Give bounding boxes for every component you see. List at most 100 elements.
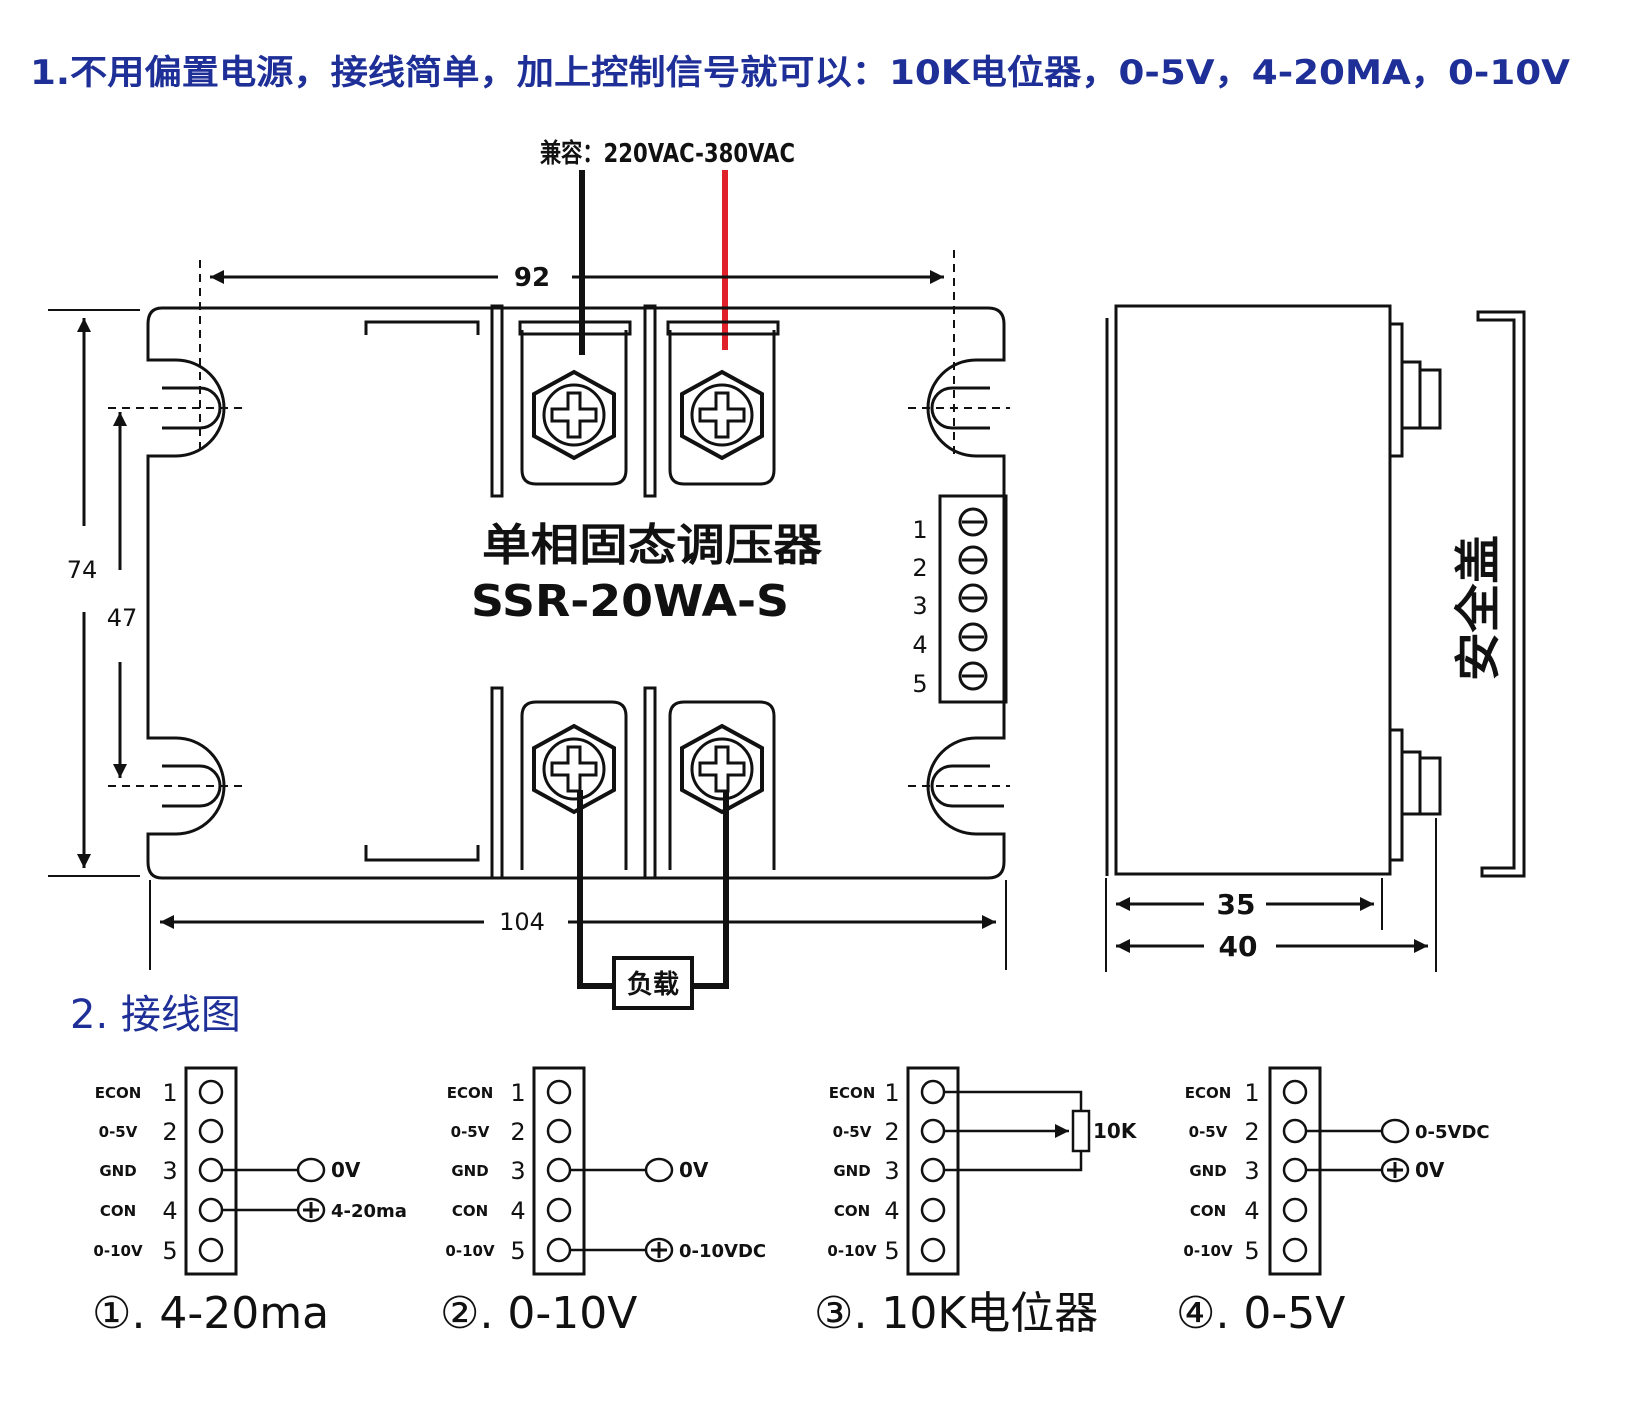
terminal-number-4: 4 xyxy=(912,631,927,659)
signal-label: 4-20ma xyxy=(331,1201,407,1222)
pin-number: 4 xyxy=(884,1197,899,1225)
pin-label: ECON xyxy=(829,1084,876,1102)
dimension-104: 104 xyxy=(149,880,1007,970)
dimension-74-label: 74 xyxy=(67,556,98,584)
power-terminal-top-right xyxy=(668,330,776,486)
terminal-number-1: 1 xyxy=(912,516,927,544)
pin-number: 5 xyxy=(884,1237,899,1265)
pin-number: 1 xyxy=(162,1079,177,1107)
pin-label: 0-5V xyxy=(451,1123,490,1141)
pin-label: 0-5V xyxy=(99,1123,138,1141)
pin-circle xyxy=(920,1157,946,1183)
power-terminal-bottom-right xyxy=(668,700,776,870)
dimension-35-label: 35 xyxy=(1217,888,1256,921)
bracket-top-left xyxy=(364,320,480,335)
pin-circle xyxy=(1282,1197,1308,1223)
wiring-section-title: 2. 接线图 xyxy=(70,992,241,1038)
terminal-number-2: 2 xyxy=(912,554,927,582)
open-terminal-icon xyxy=(296,1157,326,1183)
pot-label: 10K xyxy=(1093,1119,1138,1143)
signal-label: 0V xyxy=(331,1158,361,1182)
pin-label: GND xyxy=(99,1162,136,1180)
side-view-terminal-bottom xyxy=(1388,728,1442,862)
load-label: 负载 xyxy=(627,970,679,1000)
safety-cover-label: 安全盖 xyxy=(1451,535,1505,681)
separator-top-4 xyxy=(666,320,780,336)
pin-label: GND xyxy=(833,1162,870,1180)
safety-cover-label-text: 安全盖 xyxy=(1451,535,1505,681)
separator-top-3 xyxy=(518,320,632,336)
mount-slot-bottom-left xyxy=(108,764,248,808)
pin-number: 4 xyxy=(1244,1197,1259,1225)
pin-number: 2 xyxy=(162,1118,177,1146)
pin-number: 3 xyxy=(1244,1157,1259,1185)
separator-bottom-1 xyxy=(490,686,504,880)
pin-number: 5 xyxy=(1244,1237,1259,1265)
pin-number: 3 xyxy=(884,1157,899,1185)
pin-circle xyxy=(546,1157,572,1183)
terminal-number-5: 5 xyxy=(912,670,927,698)
mount-slot-top-left xyxy=(108,386,248,430)
pin-label: ECON xyxy=(95,1084,142,1102)
signal-label: 0-10VDC xyxy=(679,1241,766,1262)
pin-number: 3 xyxy=(162,1157,177,1185)
pin-label: 0-10V xyxy=(827,1242,877,1260)
dimension-40-label: 40 xyxy=(1219,930,1258,963)
pot-wire-bottom xyxy=(944,1149,1083,1172)
signal-label: 0-5VDC xyxy=(1415,1122,1490,1143)
dimension-74: 74 xyxy=(48,309,140,877)
open-terminal-icon xyxy=(644,1157,674,1183)
pin-number: 1 xyxy=(510,1079,525,1107)
pin-label: CON xyxy=(100,1202,136,1220)
pin-number: 2 xyxy=(510,1118,525,1146)
pin-number: 1 xyxy=(1244,1079,1259,1107)
pin-circle xyxy=(198,1157,224,1183)
pot-wire-top xyxy=(944,1090,1083,1113)
dimension-92-label: 92 xyxy=(514,263,550,293)
pin-label: CON xyxy=(834,1202,870,1220)
power-terminal-top-left xyxy=(520,330,628,486)
pin-circle xyxy=(198,1237,224,1263)
control-terminal-numbers: 1 2 3 4 5 xyxy=(912,516,927,698)
pin-number: 1 xyxy=(884,1079,899,1107)
plus-terminal-icon xyxy=(296,1197,326,1223)
pin-label: GND xyxy=(451,1162,488,1180)
dimension-40: 40 xyxy=(1116,818,1437,972)
plus-terminal-icon xyxy=(1380,1157,1410,1183)
open-terminal-icon xyxy=(1380,1118,1410,1144)
terminal-number-3: 3 xyxy=(912,592,927,620)
pin-circle xyxy=(920,1197,946,1223)
pin-label: CON xyxy=(1190,1202,1226,1220)
diagram-caption: ③. 10K电位器 xyxy=(814,1288,1098,1339)
pin-circle xyxy=(198,1079,224,1105)
pin-number: 5 xyxy=(510,1237,525,1265)
dimension-104-label: 104 xyxy=(499,908,545,936)
device-model: SSR-20WA-S xyxy=(471,576,789,627)
pin-circle xyxy=(1282,1237,1308,1263)
pin-label: ECON xyxy=(1185,1084,1232,1102)
pin-circle xyxy=(920,1079,946,1105)
control-terminal-block xyxy=(938,494,1008,704)
potentiometer-icon xyxy=(1071,1109,1091,1153)
header-title: 1.不用偏置电源，接线简单，加上控制信号就可以：10K电位器，0-5V，4-20… xyxy=(30,53,1571,93)
pin-number: 2 xyxy=(1244,1118,1259,1146)
pin-label: 0-10V xyxy=(93,1242,143,1260)
mount-slot-bottom-right xyxy=(908,764,1010,808)
pin-number: 4 xyxy=(162,1197,177,1225)
separator-top-2 xyxy=(643,304,657,498)
pin-label: 0-5V xyxy=(833,1123,872,1141)
pin-label: 0-10V xyxy=(1183,1242,1233,1260)
pin-number: 2 xyxy=(884,1118,899,1146)
signal-label: 0V xyxy=(679,1158,709,1182)
pin-circle xyxy=(198,1118,224,1144)
pin-circle xyxy=(546,1237,572,1263)
mount-slot-top-right xyxy=(908,386,1010,430)
diagram-caption: ②. 0-10V xyxy=(440,1288,637,1339)
pin-label: CON xyxy=(452,1202,488,1220)
supply-label: 兼容：220VAC-380VAC xyxy=(540,138,795,169)
